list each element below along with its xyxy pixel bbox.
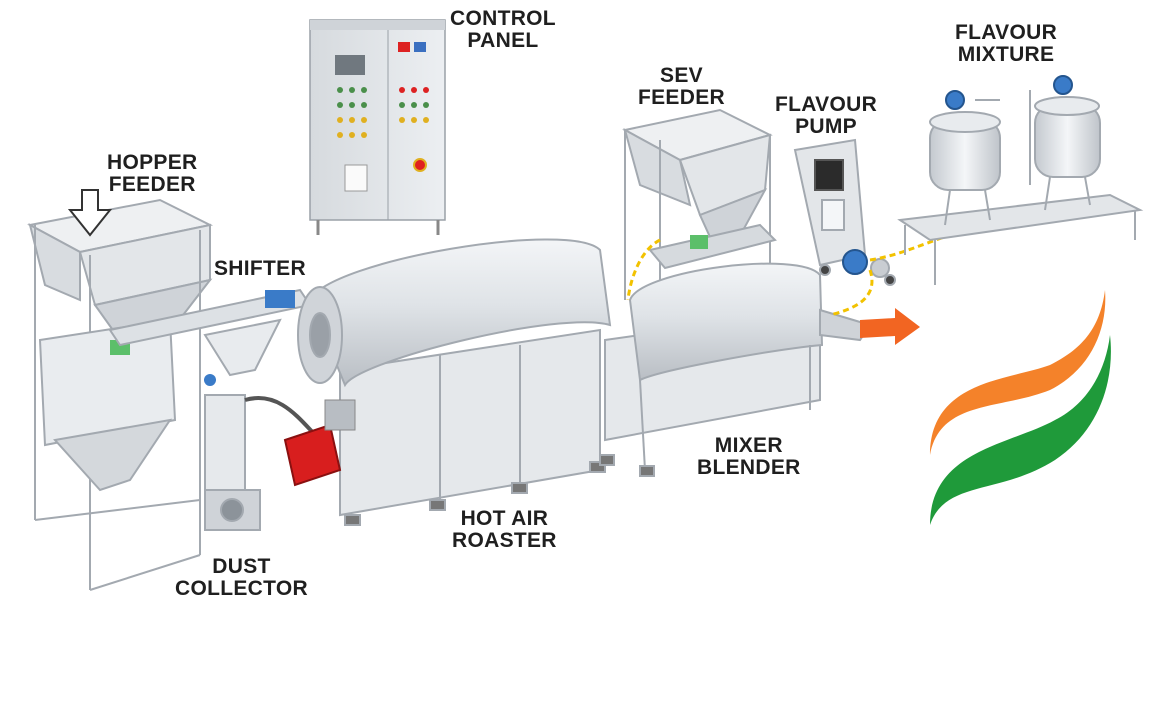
- burner-unit: [283, 399, 356, 487]
- tricolour-swoosh-logo: [930, 290, 1111, 525]
- flavour-pump-machine: [793, 138, 896, 286]
- hopper-feeder-machine: [27, 198, 216, 591]
- label-shifter: SHIFTER: [214, 257, 306, 280]
- sev-feeder-machine: [622, 108, 777, 300]
- mixer-blender-machine: [599, 262, 872, 477]
- control-panel-cabinet: [309, 19, 446, 235]
- down-arrow-icon: [67, 189, 113, 237]
- hot-air-roaster-machine: [297, 238, 612, 526]
- output-arrow-icon: [860, 308, 920, 345]
- flavour-mixture-tanks: [897, 75, 1144, 285]
